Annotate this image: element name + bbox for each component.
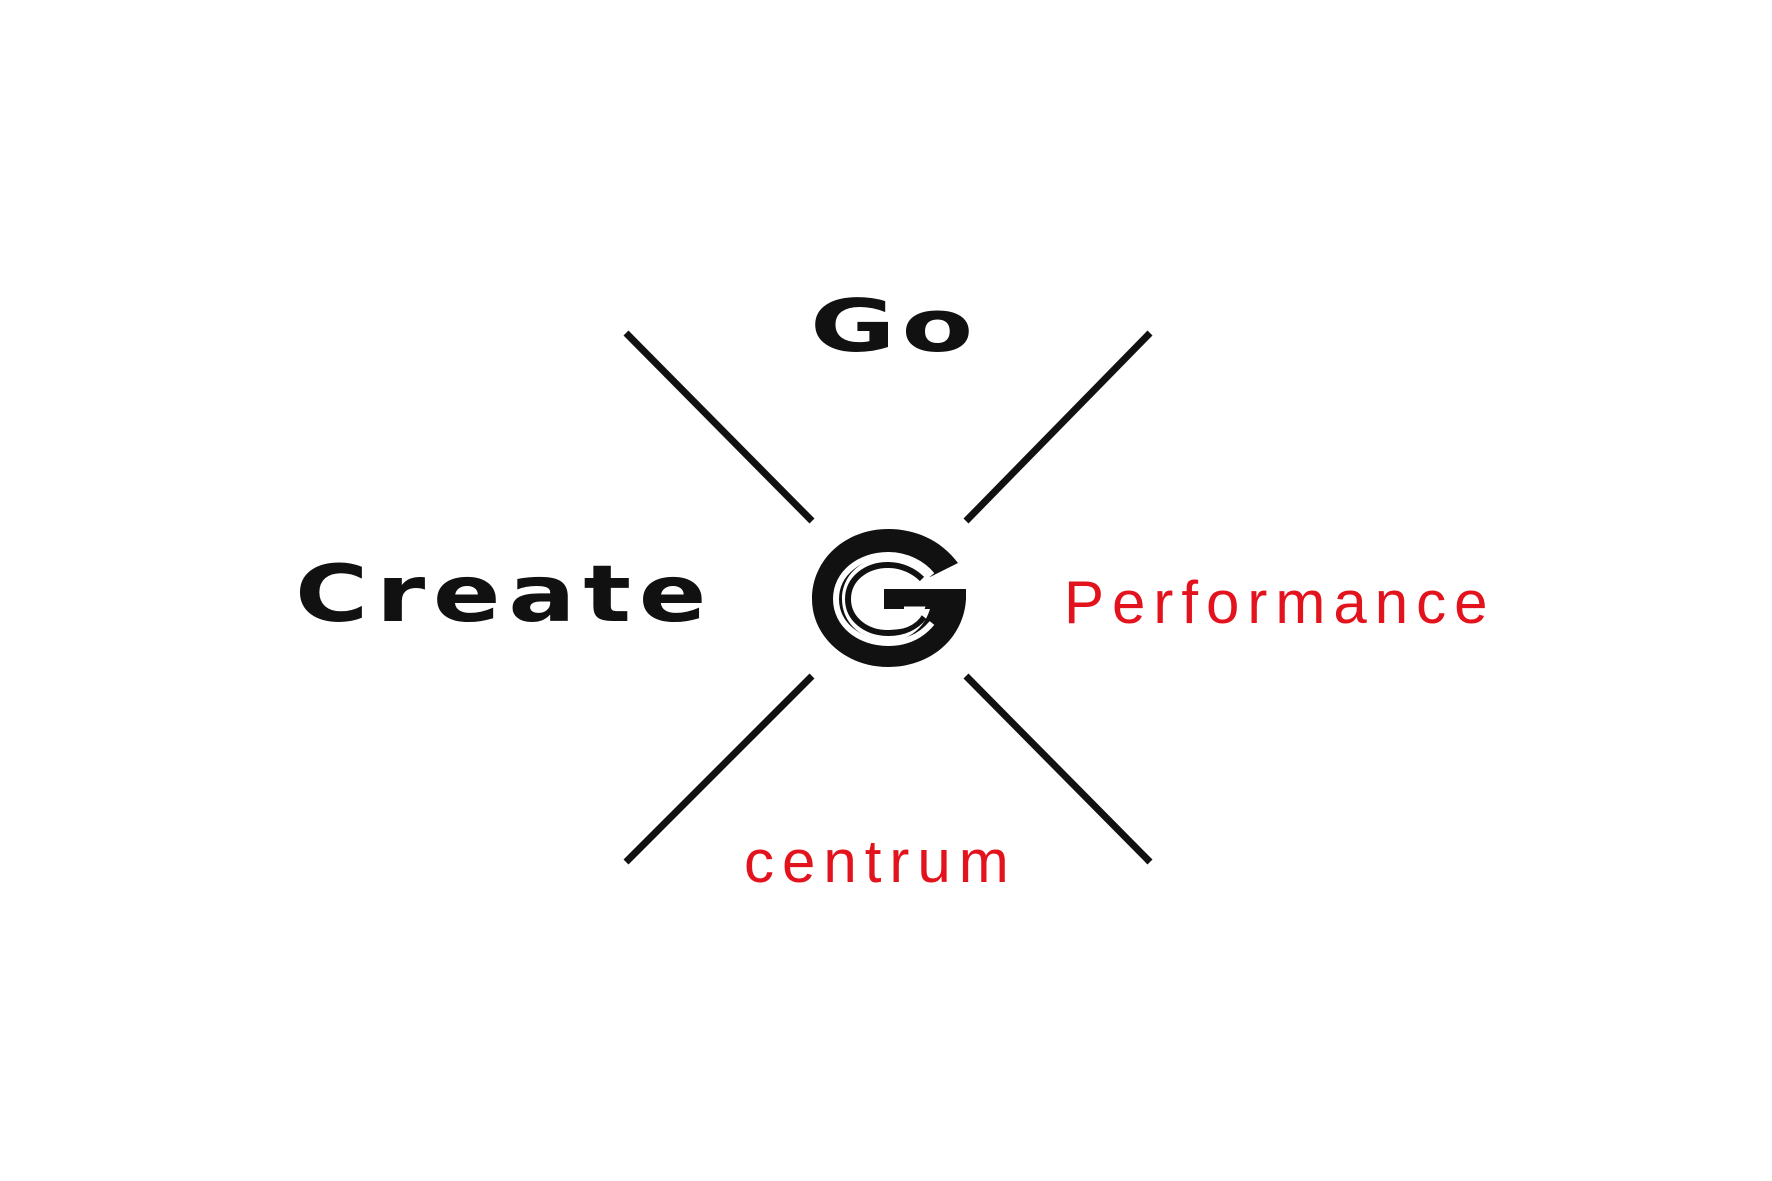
word-create: Create xyxy=(295,550,715,640)
g-monogram-icon xyxy=(812,529,966,667)
cross-line-top-left xyxy=(623,330,815,524)
cross-line-bottom-left xyxy=(623,673,815,865)
cross-line-bottom-right xyxy=(963,673,1153,865)
cross-line-top-right xyxy=(963,330,1153,524)
word-centrum: centrum xyxy=(744,828,1017,895)
word-performance: Performance xyxy=(1064,569,1496,636)
word-go: Go xyxy=(810,284,980,368)
